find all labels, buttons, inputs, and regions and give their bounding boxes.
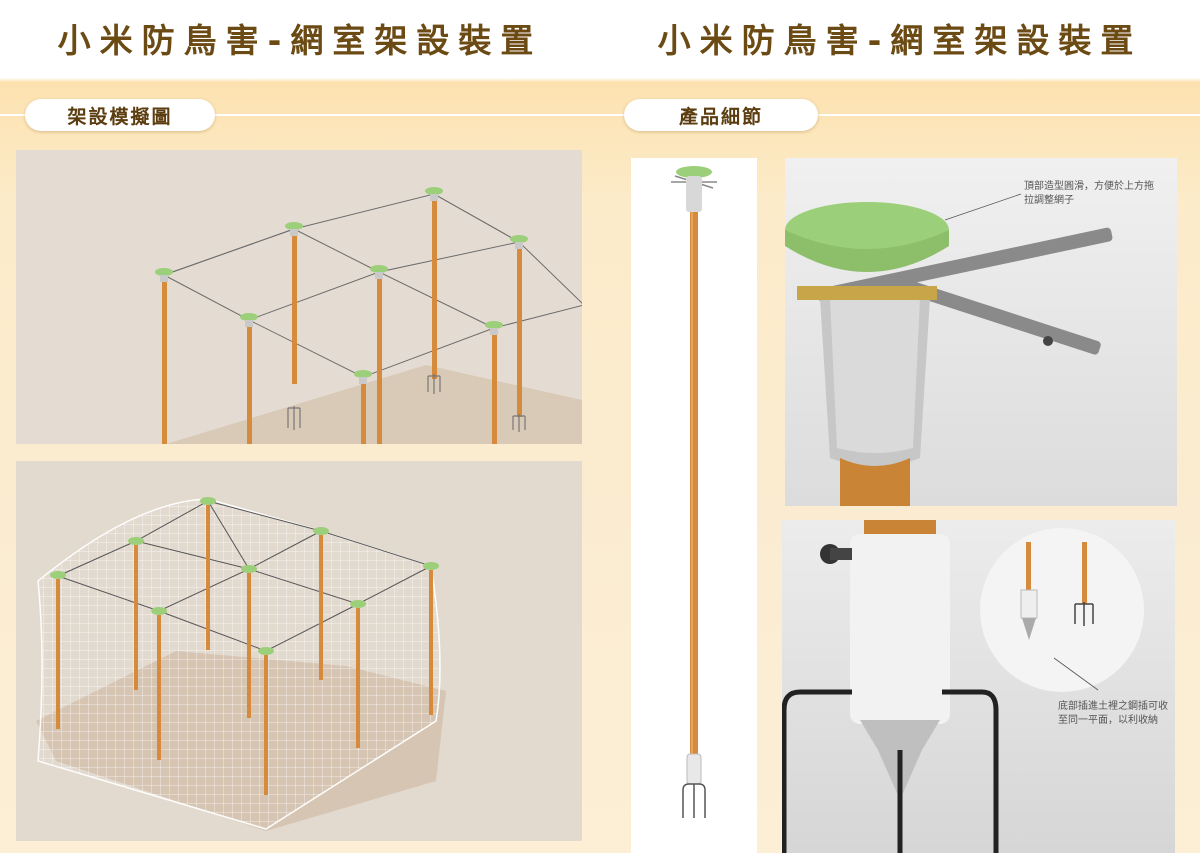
top-cap-detail-image <box>785 158 1177 506</box>
page-title: 小米防鳥害-網室架設裝置 <box>57 21 543 60</box>
top-cap-callout: 頂部造型圓滑，方便於上方拖拉調整網子 <box>1024 181 1154 206</box>
section-divider <box>600 114 1200 116</box>
section-label-setup-sim: 架設模擬圖 <box>25 99 215 131</box>
bottom-spike-callout: 底部插進土裡之鋼插可收至同一平面，以利收納 <box>1058 701 1168 726</box>
netted-simulation-image <box>16 461 582 841</box>
section-divider <box>0 114 600 116</box>
bottom-spike-detail-image <box>782 520 1175 853</box>
frame-simulation-image <box>16 150 582 444</box>
left-page: 小米防鳥害-網室架設裝置 架設模擬圖 <box>0 0 600 853</box>
page-title: 小米防鳥害-網室架設裝置 <box>657 21 1143 60</box>
full-pole-image <box>631 158 757 853</box>
right-page: 小米防鳥害-網室架設裝置 產品細節 頂部造型圓滑，方便 <box>600 0 1200 853</box>
section-label-product-detail: 產品細節 <box>624 99 818 131</box>
